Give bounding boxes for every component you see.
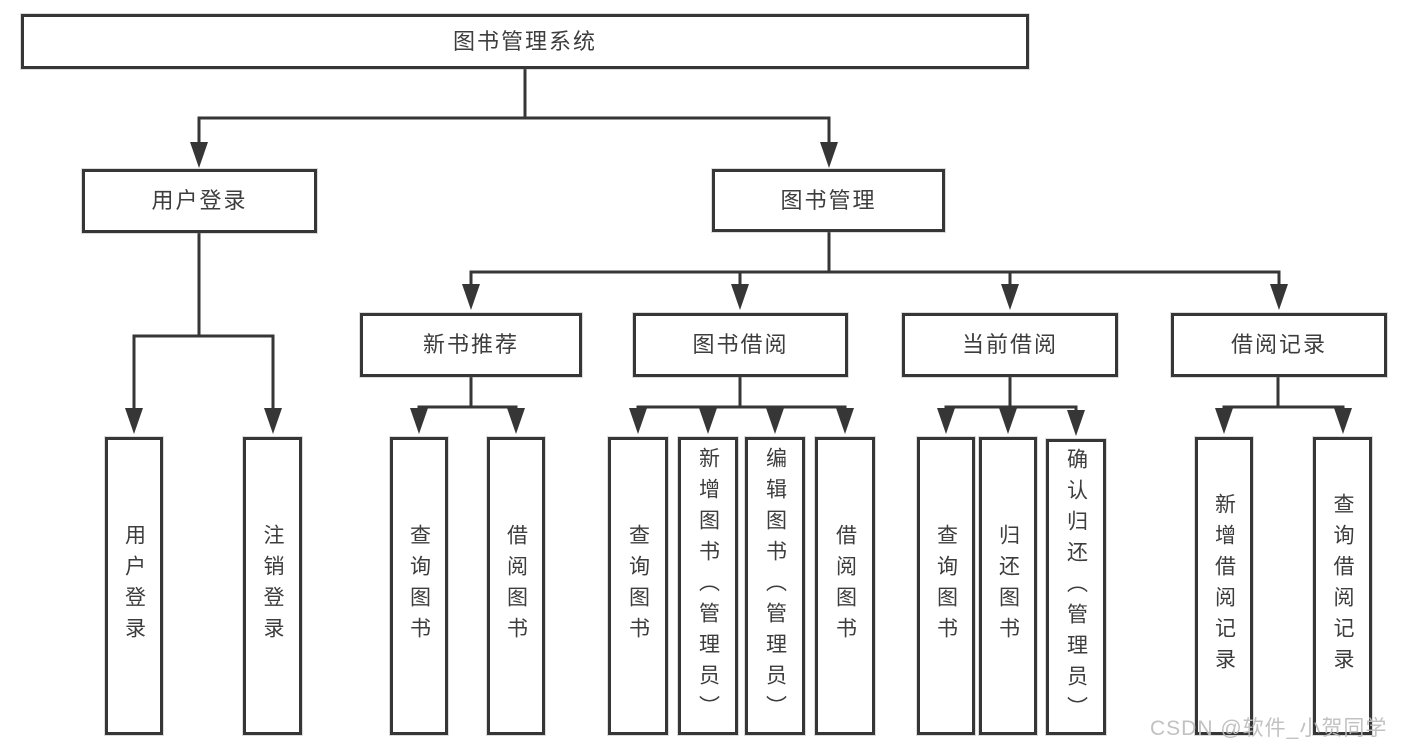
node-new-books: 新书推荐 [360,313,582,377]
node-root: 图书管理系统 [21,14,1029,69]
node-label-return-books: 归还图书 [996,524,1020,648]
node-label-new-books: 新书推荐 [422,332,519,357]
arrowhead-icon [1067,410,1085,436]
arrowhead-icon [999,408,1017,434]
node-label-confirm-return-admin: 确认归还（管理员） [1064,447,1088,727]
node-label-borrow-books-1: 借阅图书 [504,524,528,648]
arrowhead-icon [462,284,480,310]
watermark-text: CSDN @软件_小贺同学 [1150,717,1388,740]
node-label-root: 图书管理系统 [452,28,597,54]
node-label-user-login: 用户登录 [151,188,248,213]
node-edit-book-admin: 编辑图书（管理员） [745,437,805,735]
node-label-borrow-books-2: 借阅图书 [833,524,857,648]
node-borrow-books-1: 借阅图书 [487,437,545,735]
arrowhead-icon [507,408,525,434]
connector-new-books-children [410,375,525,434]
connector-borrow-records-children [1215,375,1352,434]
node-label-borrow-records: 借阅记录 [1230,332,1327,357]
node-add-borrow-record: 新增借阅记录 [1195,437,1253,735]
node-user-login: 用户登录 [82,169,317,233]
connector-book-mgmt-children [462,230,1288,310]
node-label-query-books-1: 查询图书 [407,524,431,648]
node-label-query-borrow-record: 查询借阅记录 [1331,493,1354,679]
node-add-book-admin: 新增图书（管理员） [678,437,738,735]
arrowhead-icon [699,408,717,434]
node-book-mgmt: 图书管理 [712,169,945,232]
node-label-user-login-leaf: 用户登录 [122,524,146,648]
node-label-edit-book-admin: 编辑图书（管理员） [763,446,787,726]
node-query-books-2: 查询图书 [608,437,668,735]
node-logout-leaf: 注销登录 [243,437,302,735]
arrowhead-icon [410,408,428,434]
arrowhead-icon [766,408,784,434]
node-query-books-1: 查询图书 [390,437,448,735]
node-borrow-records: 借阅记录 [1171,313,1387,377]
arrowhead-icon [1215,408,1233,434]
node-label-logout-leaf: 注销登录 [261,524,284,648]
node-confirm-return-admin: 确认归还（管理员） [1046,439,1106,735]
node-label-query-books-3: 查询图书 [934,524,958,648]
connector-current-borrow-children [937,375,1085,436]
arrowhead-icon [125,408,143,434]
node-label-add-borrow-record: 新增借阅记录 [1212,493,1236,679]
arrowhead-icon [1270,284,1288,310]
node-query-borrow-record: 查询借阅记录 [1313,437,1372,735]
arrowhead-icon [1334,408,1352,434]
arrowhead-icon [190,142,208,168]
node-label-add-book-admin: 新增图书（管理员） [696,446,720,726]
node-current-borrow: 当前借阅 [902,313,1118,377]
arrowhead-icon [820,142,838,168]
node-user-login-leaf: 用户登录 [105,437,163,735]
node-label-current-borrow: 当前借阅 [961,332,1058,357]
node-borrow-books-2: 借阅图书 [815,437,875,735]
node-label-book-borrow: 图书借阅 [692,332,789,357]
arrowhead-icon [937,408,955,434]
node-query-books-3: 查询图书 [917,437,975,735]
arrowhead-icon [731,284,749,310]
arrowhead-icon [629,408,647,434]
node-return-books: 归还图书 [979,437,1037,735]
node-label-book-mgmt: 图书管理 [780,187,877,213]
connector-user-login-children [125,231,282,434]
connector-root-to-level2 [190,67,838,168]
arrowhead-icon [264,408,282,434]
arrowhead-icon [836,408,854,434]
arrowhead-icon [1001,284,1019,310]
node-book-borrow: 图书借阅 [633,313,848,377]
connector-book-borrow-children [629,375,854,434]
node-label-query-books-2: 查询图书 [626,524,650,648]
